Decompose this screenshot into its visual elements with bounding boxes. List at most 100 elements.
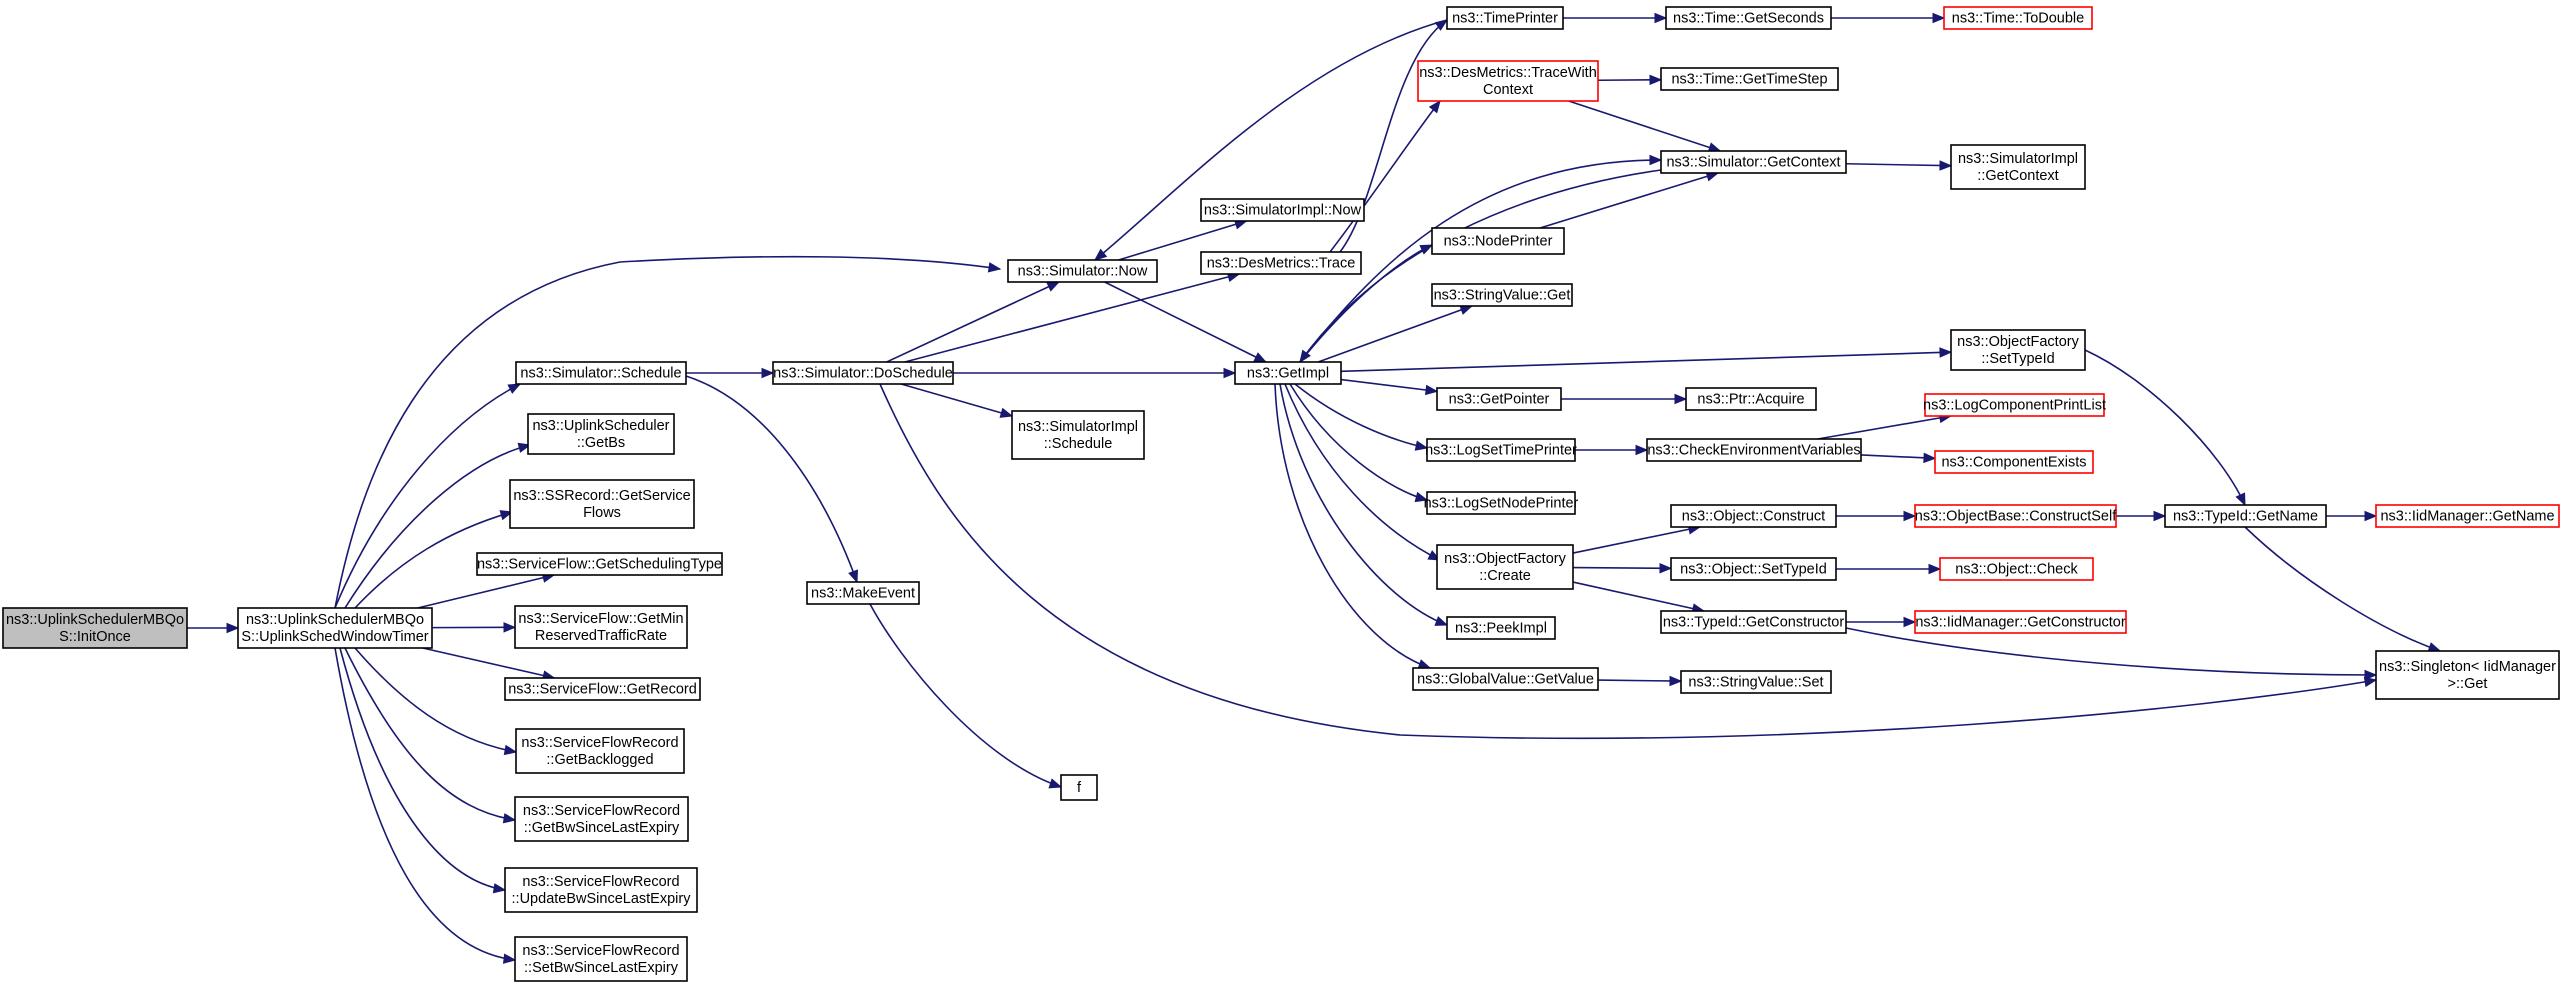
edge-getpointer-to-ptr-acquire — [1561, 393, 1688, 405]
node-label: ns3::GetImpl — [1247, 366, 1329, 382]
node-timeprinter[interactable]: ns3::TimePrinter — [1446, 6, 1564, 30]
node-box — [1436, 387, 1562, 411]
node-getimpl[interactable]: ns3::GetImpl — [1234, 361, 1342, 385]
edge-typeid-getname-to-singleton-get — [2244, 526, 2442, 653]
edge-simulator-now-to-getimpl — [1104, 281, 1268, 363]
node-iidmanager-getconstructor[interactable]: ns3::IidManager::GetConstructor — [1914, 610, 2127, 634]
node-label: ns3::UplinkSchedulerMBQo — [6, 612, 184, 628]
edge-line — [1597, 679, 1682, 682]
node-box — [1670, 557, 1837, 581]
edge-arrowhead — [1928, 563, 1942, 575]
node-serviceflowrecord-updatebwsincelastexpiry[interactable]: ns3::ServiceFlowRecord::UpdateBwSinceLas… — [504, 867, 698, 913]
edge-uplinkschedwindowtimer-to-serviceflow-getschedulingtype — [417, 572, 556, 609]
node-serviceflowrecord-setbwsincelastexpiry[interactable]: ns3::ServiceFlowRecord::SetBwSinceLastEx… — [514, 936, 688, 982]
node-logcomponentprintlist[interactable]: ns3::LogComponentPrintList — [1923, 393, 2106, 417]
node-box — [509, 479, 695, 529]
node-simulatorimpl-getcontext[interactable]: ns3::SimulatorImpl::GetContext — [1950, 144, 2086, 190]
node-ptr-acquire[interactable]: ns3::Ptr::Acquire — [1685, 387, 1817, 411]
node-nodeprinter[interactable]: ns3::NodePrinter — [1431, 227, 1565, 255]
node-simulator-schedule[interactable]: ns3::Simulator::Schedule — [515, 361, 687, 385]
node-desmetrics-trace[interactable]: ns3::DesMetrics::Trace — [1200, 251, 1362, 275]
node-label: Flows — [583, 505, 621, 521]
node-objectbase-constructself[interactable]: ns3::ObjectBase::ConstructSelf — [1914, 504, 2117, 528]
node-object-settypeid[interactable]: ns3::Object::SetTypeId — [1670, 557, 1837, 581]
edge-arrowhead — [502, 953, 517, 964]
node-componentexists[interactable]: ns3::ComponentExists — [1934, 450, 2094, 474]
edge-line — [1572, 526, 1701, 554]
edge-uplinkschedwindowtimer-to-ssrecord-getserviceflows — [354, 510, 514, 609]
node-checkenvironmentvariables[interactable]: ns3::CheckEnvironmentVariables — [1646, 438, 1862, 462]
node-objectfactory-settypeid[interactable]: ns3::ObjectFactory::SetTypeId — [1950, 329, 2086, 371]
node-box — [1646, 438, 1862, 462]
node-getpointer[interactable]: ns3::GetPointer — [1436, 387, 1562, 411]
node-uplinkscheduler-getbs[interactable]: ns3::UplinkScheduler::GetBs — [527, 413, 675, 455]
node-simulatorimpl-schedule[interactable]: ns3::SimulatorImpl::Schedule — [1011, 410, 1145, 460]
node-label: ns3::TypeId::GetConstructor — [1663, 615, 1845, 631]
node-simulator-getcontext[interactable]: ns3::Simulator::GetContext — [1660, 150, 1847, 174]
node-logsettimeprinter[interactable]: ns3::LogSetTimePrinter — [1425, 438, 1577, 462]
edge-uplinkschedwindowtimer-to-serviceflowrecord-getbacklogged — [354, 647, 518, 756]
edge-line — [1572, 566, 1672, 570]
node-singleton-get[interactable]: ns3::Singleton< IidManager >::Get — [2375, 650, 2560, 700]
edge-arrowhead — [502, 813, 517, 824]
node-object-check[interactable]: ns3::Object::Check — [1939, 557, 2094, 581]
node-label: ns3::Simulator::GetContext — [1666, 155, 1840, 171]
node-serviceflow-getschedulingtype[interactable]: ns3::ServiceFlow::GetSchedulingType — [476, 552, 723, 576]
node-serviceflow-getminreservedtrafficrate[interactable]: ns3::ServiceFlow::GetMinReservedTrafficR… — [514, 605, 688, 649]
edge-line — [1817, 415, 1951, 440]
edge-line — [1279, 383, 1448, 626]
edge-line — [2244, 526, 2441, 652]
node-stringvalue-set[interactable]: ns3::StringValue::Set — [1680, 670, 1832, 694]
node-label: ns3::GetPointer — [1449, 392, 1550, 408]
node-box — [2164, 504, 2327, 528]
node-serviceflow-getrecord[interactable]: ns3::ServiceFlow::GetRecord — [504, 677, 701, 701]
edge-getimpl-to-objectfactory-settypeid — [1340, 347, 1953, 373]
edge-line — [1094, 19, 1448, 261]
node-uplinkschedwindowtimer[interactable]: ns3::UplinkSchedulerMBQoS::UplinkSchedWi… — [237, 607, 433, 649]
edge-arrowhead — [1659, 562, 1673, 574]
edge-uplinkschedwindowtimer-to-uplinkscheduler-getbs — [344, 442, 532, 609]
node-box — [515, 361, 687, 385]
node-makeevent[interactable]: ns3::MakeEvent — [806, 581, 920, 605]
node-object-construct[interactable]: ns3::Object::Construct — [1670, 504, 1837, 528]
node-simulatorimpl-now[interactable]: ns3::SimulatorImpl::Now — [1200, 198, 1365, 222]
node-peekimpl[interactable]: ns3::PeekImpl — [1446, 616, 1556, 640]
node-globalvalue-getvalue[interactable]: ns3::GlobalValue::GetValue — [1412, 667, 1599, 691]
node-serviceflowrecord-getbwsincelastexpiry[interactable]: ns3::ServiceFlowRecord::GetBwSinceLastEx… — [514, 796, 689, 842]
edge-arrowhead — [226, 622, 240, 634]
node-typeid-getname[interactable]: ns3::TypeId::GetName — [2164, 504, 2327, 528]
edge-arrowhead — [1903, 616, 1917, 628]
edge-desmetrics-tracewithcontext-to-simulator-getcontext — [1568, 100, 1722, 153]
edge-line — [422, 647, 555, 679]
edge-uplinkschedwindowtimer-to-simulator-now — [334, 255, 1002, 609]
node-iidmanager-getname[interactable]: ns3::IidManager::GetName — [2375, 504, 2560, 528]
node-logsetnodeprinter[interactable]: ns3::LogSetNodePrinter — [1424, 491, 1579, 515]
node-time-todouble[interactable]: ns3::Time::ToDouble — [1943, 6, 2093, 30]
node-typeid-getconstructor[interactable]: ns3::TypeId::GetConstructor — [1660, 610, 1847, 634]
node-box — [1412, 667, 1599, 691]
edge-arrowhead — [1048, 778, 1063, 789]
edge-simulator-doschedule-to-desmetrics-trace — [904, 271, 1241, 363]
node-stringvalue-get[interactable]: ns3::StringValue::Get — [1431, 283, 1573, 307]
node-f[interactable]: f — [1060, 774, 1098, 801]
edge-line — [2084, 349, 2246, 506]
node-label: ::GetBs — [577, 435, 625, 451]
node-box — [527, 413, 675, 455]
node-label: ns3::SimulatorImpl — [1018, 419, 1138, 435]
node-box — [1685, 387, 1817, 411]
node-objectfactory-create[interactable]: ns3::ObjectFactory::Create — [1436, 544, 1574, 590]
node-simulator-doschedule[interactable]: ns3::Simulator::DoSchedule — [772, 361, 954, 385]
node-serviceflowrecord-getbacklogged[interactable]: ns3::ServiceFlowRecord::GetBacklogged — [515, 728, 685, 774]
node-time-gettimestep[interactable]: ns3::Time::GetTimeStep — [1660, 67, 1839, 91]
node-label: ::GetBwSinceLastExpiry — [524, 820, 680, 836]
node-simulator-now[interactable]: ns3::Simulator::Now — [1007, 259, 1158, 283]
node-time-getseconds[interactable]: ns3::Time::GetSeconds — [1665, 6, 1832, 30]
node-label: ns3::TypeId::GetName — [2173, 509, 2318, 525]
node-label: ns3::TimePrinter — [1452, 11, 1558, 27]
node-box — [514, 605, 688, 649]
edge-uplinkschedwindowtimer-to-serviceflowrecord-updatebwsincelastexpiry — [339, 647, 507, 894]
node-box — [1011, 410, 1145, 460]
